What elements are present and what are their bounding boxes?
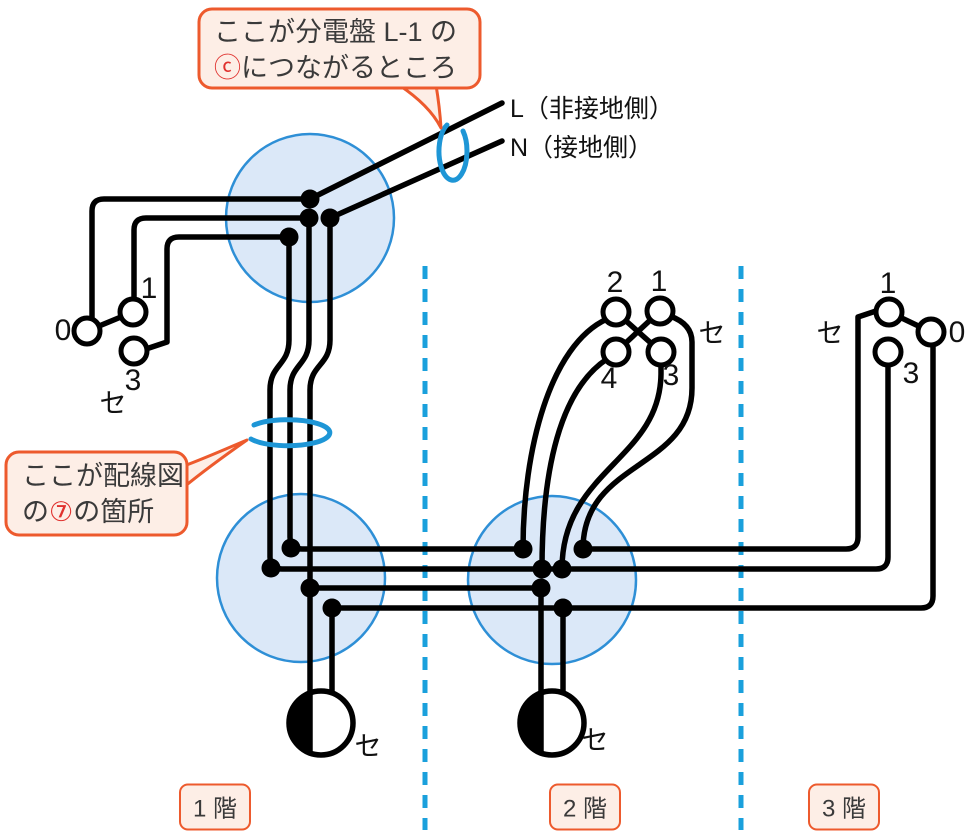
sw3-terminal-3: [872, 336, 904, 368]
callout-wiring-line2-post: の箇所: [73, 497, 155, 527]
floor-tag-3: 3 階: [807, 783, 881, 831]
junction-dot: [320, 208, 340, 228]
junction-dot: [300, 578, 320, 598]
callout-panel-tail: [397, 83, 443, 130]
sw3-terminal-0: [915, 316, 947, 348]
sw1-terminal-1: [117, 296, 149, 328]
wire-neutral-run: [307, 215, 333, 695]
lamp-floor2-fill: [519, 692, 542, 754]
callout-wiring-line2-pre: の: [22, 497, 49, 527]
floor-tag-2: 2 階: [548, 783, 622, 831]
junction-dot: [573, 539, 593, 559]
wire-live-to-sw1-common: [89, 196, 313, 324]
callout-panel-line2-rest: につながるところ: [241, 53, 457, 83]
sw1-terminal-3: [118, 335, 150, 367]
sw2-terminal-3: [645, 336, 677, 368]
callout-wiring-line2: の⑦の箇所: [22, 494, 184, 530]
floor-tag-1: 1 階: [178, 783, 252, 831]
junction-dot: [513, 539, 533, 559]
sw1-terminal-0: [71, 315, 103, 347]
callout-wiring-box: [4, 450, 189, 537]
junction-dot: [531, 578, 551, 598]
callout-wiring-text: ここが配線図 の⑦の箇所: [22, 458, 184, 530]
wire-live-feed: [307, 100, 505, 202]
junction-box-floor2: [466, 494, 638, 666]
callout-panel-line1: ここが分電盤 L-1 の: [214, 17, 458, 47]
junction-dot: [281, 538, 301, 558]
junction-dot: [261, 558, 281, 578]
circled-7-marker: ⑦: [49, 497, 74, 527]
callout-panel-text: ここが分電盤 L-1 の ⓒにつながるところ: [214, 14, 457, 86]
wire-sw1-traveler1: [131, 215, 312, 304]
junction-dot: [322, 598, 342, 618]
junction-dot: [552, 559, 572, 579]
wire-sw2-terminal4: [539, 356, 610, 572]
junction-dot: [300, 189, 320, 209]
junction-box-floor1: [215, 492, 387, 664]
junction-dot: [532, 559, 552, 579]
callout-panel-box: [197, 7, 482, 90]
sw2-terminal-2: [600, 296, 632, 328]
wire-switched-return: [329, 342, 936, 611]
junction-dot: [279, 227, 299, 247]
sw3-terminal-1: [873, 296, 905, 328]
junction-dot: [299, 208, 319, 228]
junction-dot: [553, 598, 573, 618]
callout-wiring-tail: [182, 438, 249, 489]
sw2-terminal-1: [644, 295, 676, 327]
wire-sw2-terminal2: [520, 316, 610, 552]
wire-sw1-traveler3: [143, 234, 292, 352]
wire-sw2-terminal1: [580, 313, 695, 552]
wire-sw2-terminal3: [559, 362, 664, 572]
callout-panel-line2: ⓒにつながるところ: [214, 50, 457, 86]
annotation-loop-mains: [436, 122, 470, 183]
annotation-loop-risers: [248, 417, 333, 449]
sw2-terminal-4: [600, 336, 632, 368]
wire-neutral-feed: [327, 138, 505, 221]
circled-c-marker: ⓒ: [214, 53, 241, 83]
lamp-floor1-fill: [288, 692, 311, 754]
wire-traveler-to-sw3: [580, 308, 879, 552]
callout-wiring-line1: ここが配線図: [22, 461, 184, 491]
